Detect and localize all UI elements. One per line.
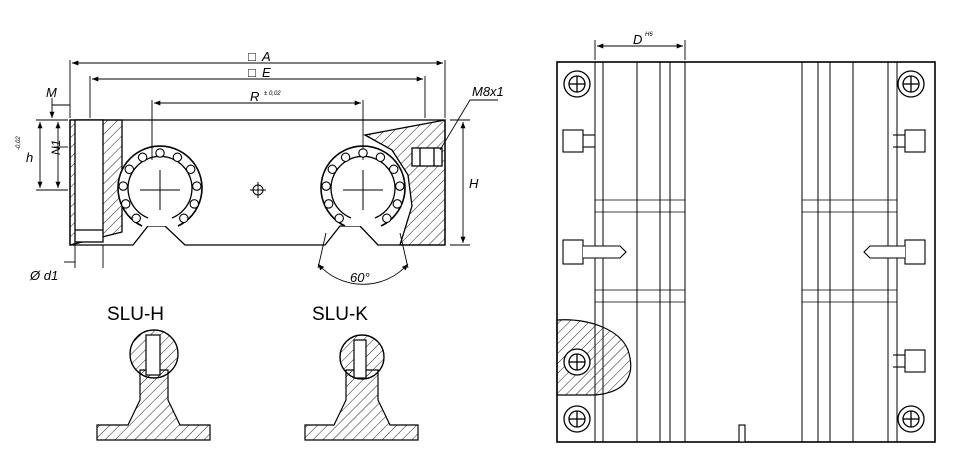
top-view xyxy=(556,40,936,443)
bearing-ball xyxy=(323,199,334,209)
center-marks xyxy=(140,170,383,210)
right-ball-set xyxy=(321,148,405,224)
bearing-ball xyxy=(382,213,392,224)
bearing-ball xyxy=(124,164,135,175)
dimension-labels: □ A □ E R ± 0,02 M M8x1 H Ø d1 60° h -0,… xyxy=(16,49,504,285)
bearing-ball xyxy=(334,213,344,224)
variant-label-slu-k: SLU-K xyxy=(312,304,368,325)
bearing-ball xyxy=(395,181,405,191)
dim-e: E xyxy=(262,65,271,80)
dim-d-fit: H6 xyxy=(645,32,653,38)
dim-a-square: □ xyxy=(248,49,256,64)
bearing-ball xyxy=(120,199,131,209)
dim-d1: Ø d1 xyxy=(29,268,58,283)
cutaway-section xyxy=(556,319,632,396)
dim-d-lines xyxy=(594,40,686,60)
variant-slu-h: SLU-H xyxy=(96,304,211,441)
dim-a: A xyxy=(261,49,271,64)
bearing-ball xyxy=(327,164,338,175)
dim-d: D xyxy=(633,32,642,47)
bearing-ball xyxy=(155,148,165,158)
dim-m: M xyxy=(46,85,57,100)
dim-m8x1: M8x1 xyxy=(472,84,504,99)
corner-screws xyxy=(563,70,925,433)
dim-n1: N1 xyxy=(49,140,63,155)
left-bolt-hole xyxy=(74,119,104,243)
bearing-ball xyxy=(131,213,141,224)
dim-r: R xyxy=(250,89,259,104)
bearing-ball xyxy=(189,199,200,209)
set-screw xyxy=(411,147,443,167)
bearing-ball xyxy=(375,152,386,163)
variant-label-slu-h: SLU-H xyxy=(107,304,164,325)
left-ball-set xyxy=(118,148,202,224)
variant-slu-k: SLU-K xyxy=(304,304,419,441)
dim-r-tolerance: ± 0,02 xyxy=(264,91,281,97)
dim-angle: 60° xyxy=(350,270,370,285)
bearing-ball xyxy=(179,213,189,224)
bearing-ball xyxy=(358,148,368,158)
bearing-ball xyxy=(137,152,148,163)
bearing-ball xyxy=(388,164,399,175)
top-view-labels: D H6 xyxy=(633,32,653,47)
dim-e-square: □ xyxy=(248,65,256,80)
side-bolts xyxy=(562,129,926,443)
rail-cross-lines xyxy=(595,199,897,303)
bearing-ball xyxy=(185,164,196,175)
bearing-ball xyxy=(118,181,128,191)
bearing-ball xyxy=(392,199,403,209)
bearing-ball xyxy=(321,181,331,191)
dim-h-tolerance: -0,02 xyxy=(16,136,22,150)
dim-h: h xyxy=(26,150,33,165)
bearing-ball xyxy=(192,181,202,191)
dim-big-h: H xyxy=(469,176,479,191)
bearing-ball xyxy=(340,152,351,163)
bearing-ball xyxy=(172,152,183,163)
